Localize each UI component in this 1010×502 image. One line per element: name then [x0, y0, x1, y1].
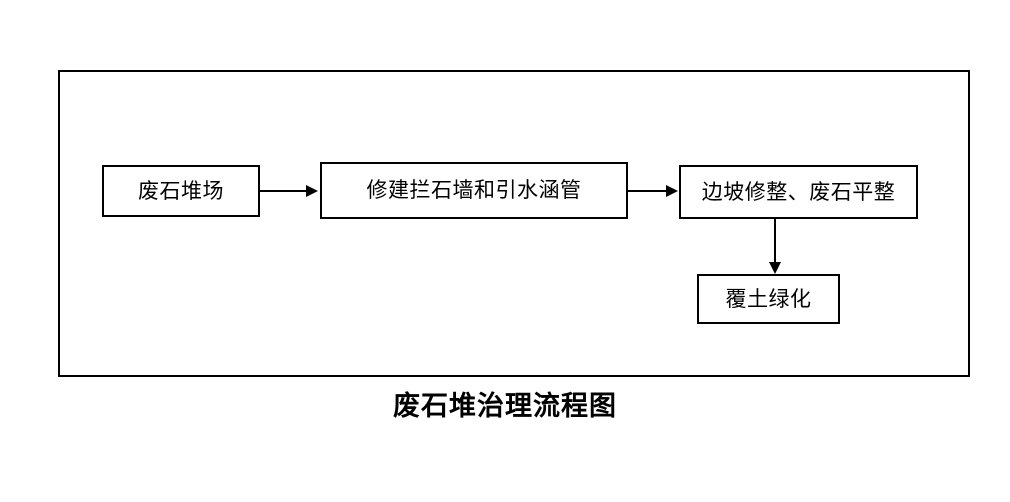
flowchart-frame: 废石堆场 修建拦石墙和引水涵管 边坡修整、废石平整 覆土绿化	[58, 70, 970, 377]
flow-node-soil-greening[interactable]: 覆土绿化	[697, 274, 840, 324]
flow-node-slope-trim[interactable]: 边坡修整、废石平整	[679, 165, 918, 219]
arrowhead-right-icon	[306, 185, 318, 197]
connector-line	[628, 190, 667, 192]
connector-line	[774, 219, 776, 263]
diagram-caption: 废石堆治理流程图	[393, 391, 617, 422]
flow-node-label: 修建拦石墙和引水涵管	[366, 178, 582, 202]
flow-node-waste-rock-dump[interactable]: 废石堆场	[102, 165, 260, 217]
flow-node-label: 废石堆场	[138, 178, 224, 203]
flow-node-label: 覆土绿化	[725, 286, 812, 311]
arrowhead-right-icon	[666, 185, 678, 197]
connector-line	[260, 190, 308, 192]
flow-node-retaining-wall[interactable]: 修建拦石墙和引水涵管	[320, 162, 628, 219]
flow-node-label: 边坡修整、废石平整	[701, 179, 896, 204]
arrowhead-down-icon	[769, 262, 781, 274]
